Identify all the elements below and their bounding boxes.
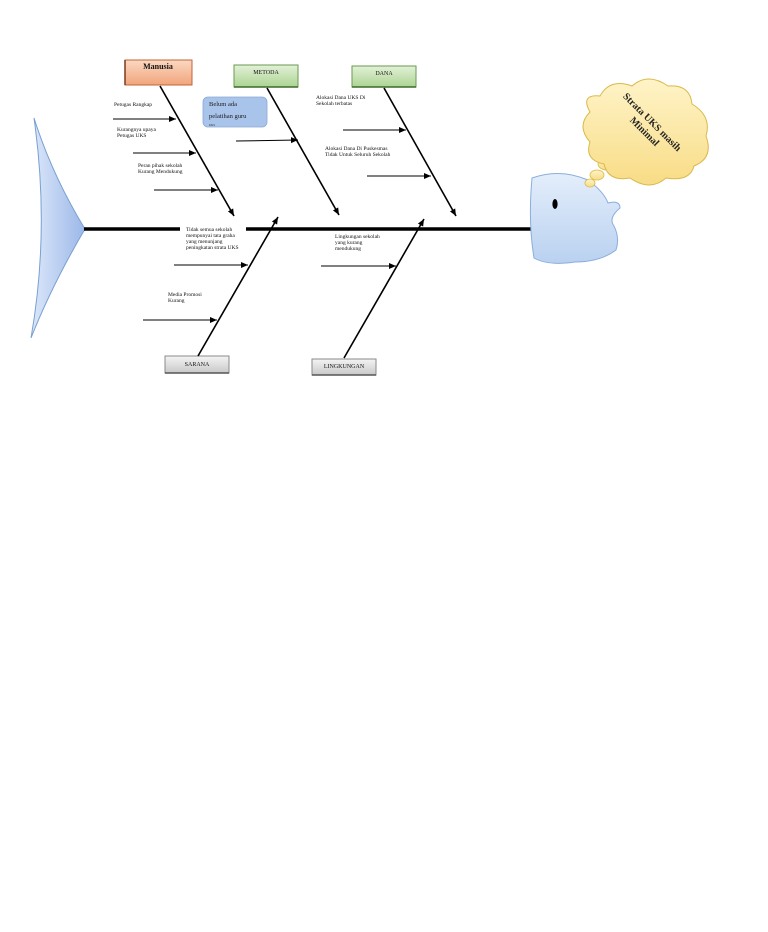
category-label: METODA [253,70,279,76]
bone-dana [383,87,457,217]
note-line: Belum ada [209,101,237,108]
category-label: Manusia [143,62,173,71]
category-lingkungan: LINGKUNGAN [311,358,377,376]
note-box: Belum ada pelatihan guru UKS [202,96,268,128]
cause-text: Media Promosi Kurang [168,292,203,304]
cause-text: Peran pihak sekolah Kurang Mendukung [138,163,184,175]
fish-tail [30,117,86,339]
cause-text: Lingkungan sekolah yang kurang mendukung [335,234,381,252]
bone-lingkungan [343,218,425,359]
cause-text: Kurangnya upaya Petugas UKS [117,127,157,139]
cause-arrow [235,137,299,144]
spine-label-gap [180,226,246,232]
category-sarana: SARANA [164,355,230,374]
bone-sarana [197,216,279,357]
cause-text: Alokasi Dana UKS Di Sekolah terbatas [316,95,367,107]
cause-text: Petugas Rangkap [114,102,152,108]
fish-eye-icon [552,199,558,209]
category-manusia: Manusia [124,59,193,86]
note-line: pelatihan guru [209,113,247,120]
fish-head [529,173,621,264]
thought-bubble-medium [589,169,605,181]
bone-manusia [159,85,235,217]
thought-bubble-small [584,178,596,188]
note-line: UKS [209,123,215,127]
cause-text: Tidak semua sekolah mempunyai tata graha… [186,227,239,251]
category-metoda: METODA [233,64,299,88]
category-label: SARANA [185,362,210,368]
bone-metoda [266,87,340,216]
cause-text: Alokasi Dana Di Puskesmas Tidak Untuk Se… [325,146,391,158]
category-label: LINGKUNGAN [324,364,365,370]
problem-cloud [582,78,709,186]
category-dana: DANA [351,65,417,88]
category-label: DANA [375,71,393,77]
